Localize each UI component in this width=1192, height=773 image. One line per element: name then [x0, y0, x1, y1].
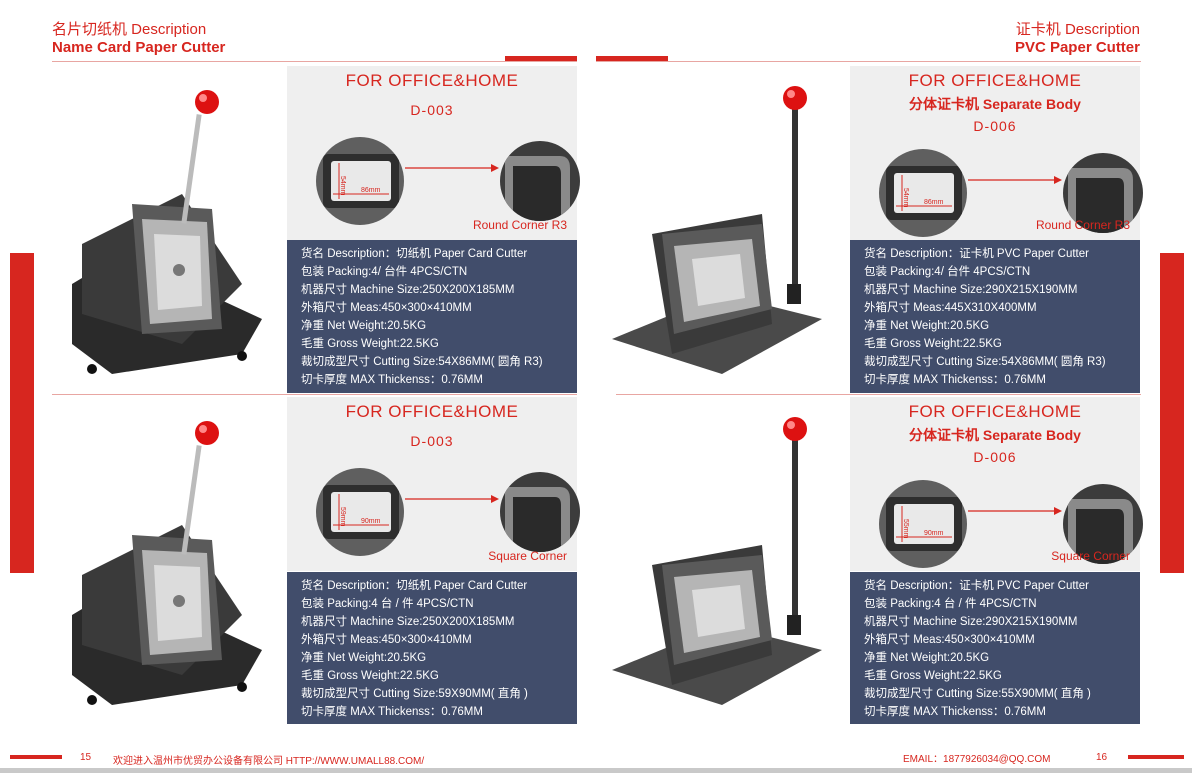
cut-detail-diagram: 86mm 54mm [878, 148, 1148, 238]
spec-line: 裁切成型尺寸 Cutting Size:55X90MM( 直角 ) [864, 688, 1091, 700]
footer-bar-right [1128, 755, 1184, 759]
spec-panel: 货名 Description：切纸机 Paper Card Cutter 包装 P… [287, 240, 577, 393]
spec-line: 机器尺寸 Machine Size:290X215X190MM [864, 616, 1078, 628]
header-accent-left [505, 56, 577, 61]
right-header-cn: 证卡机 Description [1015, 21, 1140, 38]
product-title: FOR OFFICE&HOME [908, 71, 1082, 90]
svg-text:59mm: 59mm [339, 507, 346, 527]
svg-text:86mm: 86mm [361, 187, 381, 194]
spec-panel: 货名 Description：切纸机 Paper Card Cutter 包装 P… [287, 572, 577, 724]
cut-detail-diagram: 90mm 55mm [878, 479, 1148, 569]
footer-page-right: 16 [1096, 752, 1108, 763]
spec-line: 切卡厚度 MAX Thickenss：0.76MM [864, 706, 1046, 718]
footer-site-link[interactable]: 欢迎进入温州市优贸办公设备有限公司 HTTP://WWW.UMALL88.COM… [113, 756, 425, 767]
spec-line: 裁切成型尺寸 Cutting Size:54X86MM( 圆角 R3) [301, 356, 543, 368]
spec-line: 毛重 Gross Weight:22.5KG [301, 338, 439, 350]
spec-line: 包装 Packing:4/ 台件 4PCS/CTN [301, 266, 468, 278]
spec-line: 毛重 Gross Weight:22.5KG [301, 670, 439, 682]
svg-text:55mm: 55mm [902, 519, 909, 539]
svg-text:86mm: 86mm [924, 199, 944, 206]
cut-detail-diagram: 90mm 59mm [315, 467, 585, 557]
corner-type-label: Square Corner [488, 549, 567, 563]
right-header-en: PVC Paper Cutter [1014, 39, 1140, 56]
spec-line: 净重 Net Weight:20.5KG [864, 652, 990, 664]
side-bar-left [10, 253, 34, 573]
spec-line: 外箱尺寸 Meas:450×300×410MM [301, 302, 472, 314]
spec-line: 毛重 Gross Weight:22.5KG [864, 670, 1002, 682]
spec-line: 裁切成型尺寸 Cutting Size:59X90MM( 直角 ) [301, 688, 528, 700]
spec-line: 切卡厚度 MAX Thickenss：0.76MM [301, 374, 483, 386]
svg-text:90mm: 90mm [361, 518, 381, 525]
corner-type-label: Square Corner [1051, 549, 1130, 563]
page-bottom-edge [0, 768, 1192, 773]
product-model: D-003 [410, 102, 454, 118]
left-header-en: Name Card Paper Cutter [52, 39, 226, 56]
spec-line: 净重 Net Weight:20.5KG [301, 652, 427, 664]
product-model: D-006 [973, 118, 1017, 134]
product-title: FOR OFFICE&HOME [908, 402, 1082, 421]
spec-line: 净重 Net Weight:20.5KG [301, 320, 427, 332]
product-panel: FOR OFFICE&HOME 分体证卡机 Separate Body D-00… [850, 66, 1143, 240]
product-subtitle: 分体证卡机 Separate Body [909, 96, 1081, 112]
spec-line: 切卡厚度 MAX Thickenss：0.76MM [864, 374, 1046, 386]
header-accent-right [596, 56, 668, 61]
spec-line: 包装 Packing:4/ 台件 4PCS/CTN [864, 266, 1031, 278]
spec-line: 净重 Net Weight:20.5KG [864, 320, 990, 332]
corner-type-label: Round Corner R3 [1035, 218, 1130, 232]
spec-line: 货名 Description：切纸机 Paper Card Cutter [301, 580, 528, 592]
spec-panel: 货名 Description：证卡机 PVC Paper Cutter 包装 Pa… [850, 240, 1140, 393]
svg-text:54mm: 54mm [339, 176, 346, 196]
corner-type-label: Round Corner R3 [472, 218, 567, 232]
product-photo [612, 84, 832, 384]
middle-rule-right [616, 394, 1141, 395]
product-model: D-006 [973, 449, 1017, 465]
product-title: FOR OFFICE&HOME [345, 402, 519, 421]
svg-text:90mm: 90mm [924, 530, 944, 537]
spec-line: 外箱尺寸 Meas:450×300×410MM [301, 634, 472, 646]
spec-line: 货名 Description：切纸机 Paper Card Cutter [301, 248, 528, 260]
header-rule-right [596, 61, 1141, 62]
spec-line: 外箱尺寸 Meas:445X310X400MM [864, 302, 1037, 314]
product-panel: FOR OFFICE&HOME 分体证卡机 Separate Body D-00… [850, 397, 1143, 571]
product-photo [62, 84, 272, 384]
spec-line: 机器尺寸 Machine Size:290X215X190MM [864, 284, 1078, 296]
left-header-cn: 名片切纸机 Description [52, 21, 207, 38]
middle-rule-left [52, 394, 577, 395]
spec-line: 货名 Description：证卡机 PVC Paper Cutter [864, 580, 1089, 592]
footer-page-left: 15 [80, 752, 92, 763]
spec-line: 货名 Description：证卡机 PVC Paper Cutter [864, 248, 1089, 260]
spec-line: 毛重 Gross Weight:22.5KG [864, 338, 1002, 350]
spec-line: 裁切成型尺寸 Cutting Size:54X86MM( 圆角 R3) [864, 356, 1106, 368]
product-model: D-003 [410, 433, 454, 449]
product-panel: FOR OFFICE&HOME D-003 86mm 54mm Round Co… [287, 66, 580, 240]
header-rule-left [52, 61, 577, 62]
product-photo [612, 415, 832, 715]
product-panel: FOR OFFICE&HOME D-003 90mm 59mm Square C… [287, 397, 580, 571]
side-bar-right [1160, 253, 1184, 573]
cut-detail-diagram: 86mm 54mm [315, 136, 585, 226]
spec-line: 机器尺寸 Machine Size:250X200X185MM [301, 284, 515, 296]
spec-line: 外箱尺寸 Meas:450×300×410MM [864, 634, 1035, 646]
spec-panel: 货名 Description：证卡机 PVC Paper Cutter 包装 Pa… [850, 572, 1140, 724]
svg-text:54mm: 54mm [902, 188, 909, 208]
spec-line: 包装 Packing:4 台 / 件 4PCS/CTN [864, 598, 1037, 610]
footer-bar-left [10, 755, 62, 759]
spec-line: 包装 Packing:4 台 / 件 4PCS/CTN [301, 598, 474, 610]
footer-email[interactable]: EMAIL：1877926034@QQ.COM [903, 754, 1051, 765]
product-title: FOR OFFICE&HOME [345, 71, 519, 90]
spec-line: 切卡厚度 MAX Thickenss：0.76MM [301, 706, 483, 718]
spec-line: 机器尺寸 Machine Size:250X200X185MM [301, 616, 515, 628]
product-subtitle: 分体证卡机 Separate Body [909, 427, 1081, 443]
product-photo [62, 415, 272, 715]
